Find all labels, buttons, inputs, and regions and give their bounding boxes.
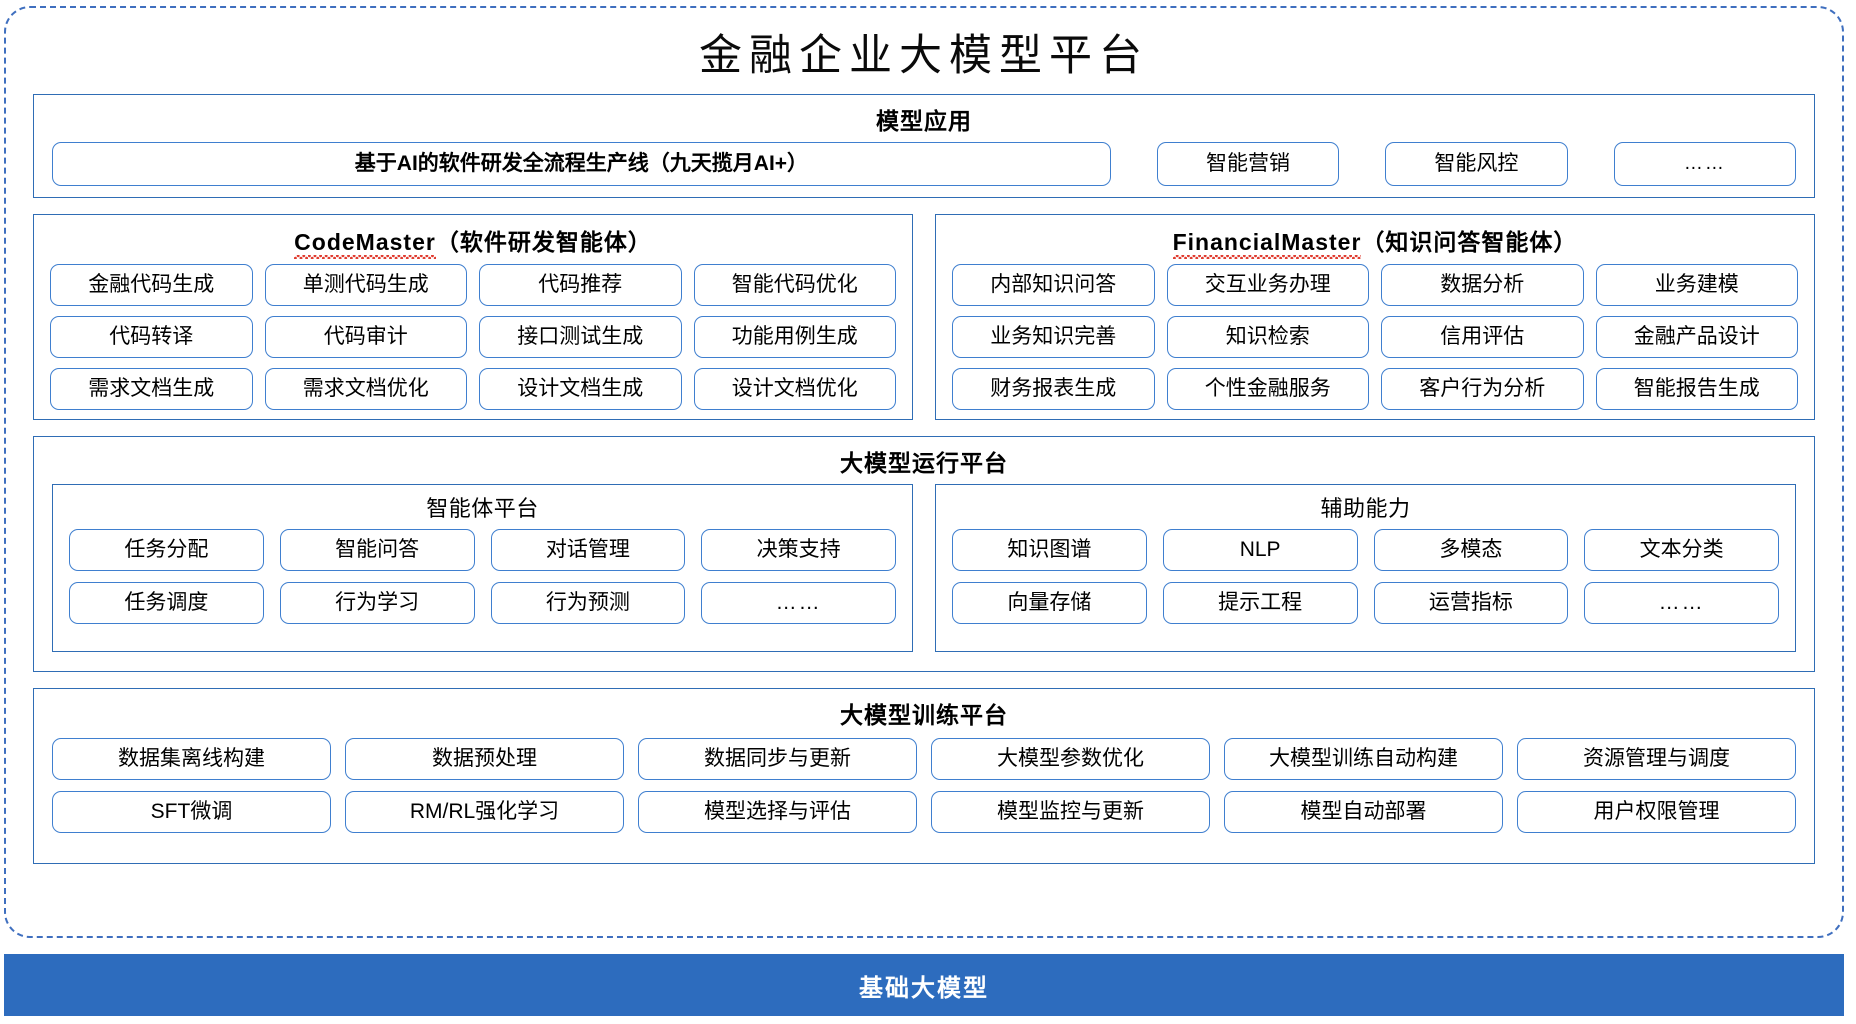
capability-chip[interactable]: 客户行为分析 bbox=[1381, 367, 1584, 410]
agent-financialmaster-capability-grid: 内部知识问答 交互业务办理 数据分析 业务建模 业务知识完善 知识检索 信用评估… bbox=[936, 262, 1814, 410]
subpanel-agent-platform-heading: 智能体平台 bbox=[426, 495, 539, 521]
subpanel-auxiliary-capability-heading: 辅助能力 bbox=[1320, 495, 1411, 521]
capability-chip[interactable]: 个性金融服务 bbox=[1166, 367, 1369, 410]
capability-chip[interactable]: 代码推荐 bbox=[479, 263, 682, 306]
subpanel-agent-platform-grid: 任务分配 智能问答 对话管理 决策支持 任务调度 行为学习 行为预测 …… bbox=[53, 527, 912, 624]
capability-chip[interactable]: 金融代码生成 bbox=[50, 263, 253, 306]
agent-panel-codemaster-heading: CodeMaster（软件研发智能体） bbox=[34, 215, 912, 262]
subpanel-auxiliary-capability: 辅助能力 知识图谱 NLP 多模态 文本分类 向量存储 提示工程 运营指标 …… bbox=[935, 483, 1796, 652]
agent-suffix-codemaster: （软件研发智能体） bbox=[435, 228, 652, 255]
capability-chip[interactable]: 智能代码优化 bbox=[693, 263, 896, 306]
model-application-item-risk[interactable]: 智能风控 bbox=[1385, 141, 1568, 186]
agent-panel-financialmaster-heading: FinancialMaster（知识问答智能体） bbox=[936, 215, 1814, 262]
diagram-outer-frame: 金融企业大模型平台 模型应用 基于AI的软件研发全流程生产线（九天揽月AI+） … bbox=[4, 6, 1844, 938]
agent-panel-financialmaster: FinancialMaster（知识问答智能体） 内部知识问答 交互业务办理 数… bbox=[935, 213, 1815, 420]
model-application-items-row: 基于AI的软件研发全流程生产线（九天揽月AI+） 智能营销 智能风控 …… bbox=[34, 141, 1814, 186]
model-application-heading: 模型应用 bbox=[876, 107, 972, 134]
capability-chip[interactable]: SFT微调 bbox=[52, 790, 331, 833]
capability-chip[interactable]: 金融产品设计 bbox=[1595, 315, 1798, 358]
base-model-bar-label: 基础大模型 bbox=[859, 974, 989, 1002]
capability-chip[interactable]: 单测代码生成 bbox=[264, 263, 467, 306]
capability-chip[interactable]: 任务分配 bbox=[69, 528, 264, 571]
subpanel-auxiliary-capability-grid: 知识图谱 NLP 多模态 文本分类 向量存储 提示工程 运营指标 …… bbox=[936, 527, 1795, 624]
capability-chip[interactable]: 数据分析 bbox=[1381, 263, 1584, 306]
capability-chip[interactable]: 业务知识完善 bbox=[952, 315, 1155, 358]
model-application-main-item[interactable]: 基于AI的软件研发全流程生产线（九天揽月AI+） bbox=[52, 141, 1111, 186]
capability-chip[interactable]: 大模型训练自动构建 bbox=[1224, 737, 1503, 780]
capability-chip[interactable]: 业务建模 bbox=[1595, 263, 1798, 306]
runtime-platform-heading: 大模型运行平台 bbox=[840, 449, 1008, 476]
capability-chip[interactable]: 内部知识问答 bbox=[952, 263, 1155, 306]
training-platform-heading: 大模型训练平台 bbox=[840, 701, 1008, 728]
capability-chip[interactable]: 功能用例生成 bbox=[693, 315, 896, 358]
capability-chip[interactable]: 模型自动部署 bbox=[1224, 790, 1503, 833]
capability-chip[interactable]: 决策支持 bbox=[701, 528, 896, 571]
capability-chip[interactable]: 大模型参数优化 bbox=[931, 737, 1210, 780]
capability-chip[interactable]: 多模态 bbox=[1373, 528, 1569, 571]
capability-chip[interactable]: 智能问答 bbox=[279, 528, 475, 571]
capability-chip[interactable]: 数据预处理 bbox=[345, 737, 624, 780]
capability-chip[interactable]: 行为预测 bbox=[490, 581, 686, 624]
capability-chip[interactable]: 智能报告生成 bbox=[1595, 367, 1798, 410]
capability-chip[interactable]: 行为学习 bbox=[279, 581, 475, 624]
capability-chip[interactable]: 接口测试生成 bbox=[479, 315, 682, 358]
capability-chip[interactable]: 用户权限管理 bbox=[1517, 790, 1796, 833]
agent-name-codemaster: CodeMaster bbox=[294, 228, 436, 255]
capability-chip[interactable]: 向量存储 bbox=[952, 581, 1147, 624]
base-model-bar: 基础大模型 bbox=[4, 954, 1844, 1016]
capability-chip-more[interactable]: …… bbox=[701, 581, 896, 624]
capability-chip[interactable]: 财务报表生成 bbox=[952, 367, 1155, 410]
capability-chip-more[interactable]: …… bbox=[1584, 581, 1779, 624]
model-application-item-marketing[interactable]: 智能营销 bbox=[1156, 141, 1340, 186]
model-application-panel: 模型应用 基于AI的软件研发全流程生产线（九天揽月AI+） 智能营销 智能风控 … bbox=[33, 93, 1815, 198]
runtime-platform-panel: 大模型运行平台 智能体平台 任务分配 智能问答 对话管理 决策支持 任务调度 行… bbox=[33, 435, 1815, 672]
agent-name-financialmaster: FinancialMaster bbox=[1172, 228, 1362, 255]
subpanel-agent-platform: 智能体平台 任务分配 智能问答 对话管理 决策支持 任务调度 行为学习 行为预测… bbox=[52, 483, 913, 652]
capability-chip[interactable]: 代码转译 bbox=[50, 315, 253, 358]
capability-chip[interactable]: 知识检索 bbox=[1166, 315, 1369, 358]
agent-suffix-financialmaster: （知识问答智能体） bbox=[1361, 228, 1578, 255]
capability-chip[interactable]: 需求文档优化 bbox=[264, 367, 467, 410]
capability-chip[interactable]: 提示工程 bbox=[1162, 581, 1358, 624]
capability-chip[interactable]: 代码审计 bbox=[264, 315, 467, 358]
capability-chip[interactable]: 数据同步与更新 bbox=[638, 737, 917, 780]
capability-chip[interactable]: 运营指标 bbox=[1373, 581, 1569, 624]
capability-chip[interactable]: RM/RL强化学习 bbox=[345, 790, 624, 833]
capability-chip[interactable]: 交互业务办理 bbox=[1166, 263, 1369, 306]
capability-chip[interactable]: 资源管理与调度 bbox=[1517, 737, 1796, 780]
capability-chip[interactable]: 信用评估 bbox=[1381, 315, 1584, 358]
agent-panel-codemaster: CodeMaster（软件研发智能体） 金融代码生成 单测代码生成 代码推荐 智… bbox=[33, 213, 913, 420]
capability-chip[interactable]: 文本分类 bbox=[1584, 528, 1779, 571]
capability-chip[interactable]: 知识图谱 bbox=[952, 528, 1147, 571]
page-title: 金融企业大模型平台 bbox=[699, 31, 1149, 81]
agent-panels-row: CodeMaster（软件研发智能体） 金融代码生成 单测代码生成 代码推荐 智… bbox=[33, 213, 1815, 420]
capability-chip[interactable]: 设计文档生成 bbox=[479, 367, 682, 410]
training-platform-panel: 大模型训练平台 数据集离线构建 数据预处理 数据同步与更新 大模型参数优化 大模… bbox=[33, 687, 1815, 864]
agent-codemaster-capability-grid: 金融代码生成 单测代码生成 代码推荐 智能代码优化 代码转译 代码审计 接口测试… bbox=[34, 262, 912, 410]
training-platform-grid: 数据集离线构建 数据预处理 数据同步与更新 大模型参数优化 大模型训练自动构建 … bbox=[34, 736, 1814, 833]
capability-chip[interactable]: NLP bbox=[1162, 528, 1358, 571]
capability-chip[interactable]: 任务调度 bbox=[69, 581, 264, 624]
capability-chip[interactable]: 对话管理 bbox=[490, 528, 686, 571]
runtime-platform-subpanels: 智能体平台 任务分配 智能问答 对话管理 决策支持 任务调度 行为学习 行为预测… bbox=[34, 483, 1814, 652]
capability-chip[interactable]: 模型选择与评估 bbox=[638, 790, 917, 833]
model-application-item-more[interactable]: …… bbox=[1613, 141, 1797, 186]
capability-chip[interactable]: 设计文档优化 bbox=[693, 367, 896, 410]
capability-chip[interactable]: 模型监控与更新 bbox=[931, 790, 1210, 833]
capability-chip[interactable]: 需求文档生成 bbox=[50, 367, 253, 410]
capability-chip[interactable]: 数据集离线构建 bbox=[52, 737, 331, 780]
